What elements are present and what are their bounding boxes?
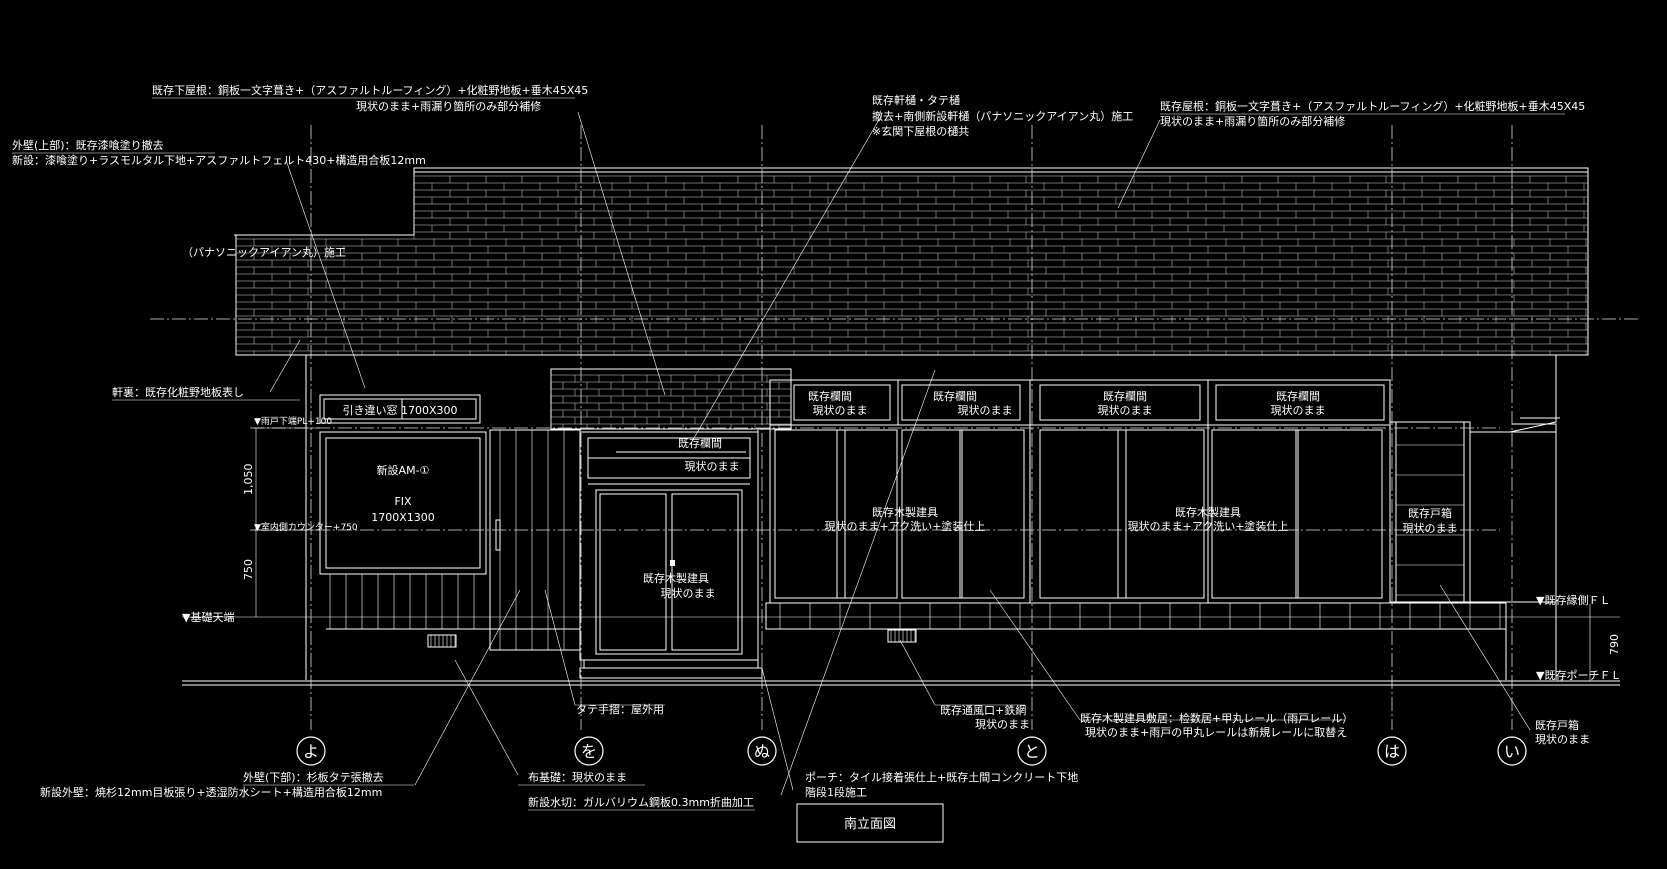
shutter-box-r-note-1: 既存戸箱	[1535, 718, 1579, 732]
sliding-window-label: 引き違い窓 1700X300	[342, 403, 457, 417]
transom-b-label-1: 既存欄間	[933, 389, 977, 403]
grid-label-to: と	[1024, 742, 1040, 761]
grid-marker-i: い	[1497, 736, 1527, 766]
eaves-note-2: 撤去+南側新設軒樋（パナソニックアイアン丸）施工	[872, 109, 1133, 123]
entry-door-label-2: 現状のまま	[661, 586, 716, 600]
transoms: 既存欄間 現状のまま 既存欄間 現状のまま 既存欄間 現状のまま 既存欄間 現状…	[769, 379, 1391, 426]
drawing-title: 南立面図	[796, 803, 944, 843]
dim-790: 790	[1608, 634, 1621, 655]
main-roof-note-1: 既存屋根：銅板一文字葺き+（アスファルトルーフィング）+化粧野地板+垂木45X4…	[1160, 99, 1585, 113]
grid-lines	[150, 125, 1640, 730]
lower-roof-note-2: 現状のまま+雨漏り箇所のみ部分補修	[356, 99, 541, 113]
lower-roof-note-1: 既存下屋根：銅板一文字葺き+（アスファルトルーフィング）+化粧野地板+垂木45X…	[152, 83, 588, 97]
grid-marker-nu: ぬ	[747, 736, 777, 766]
eaves-note-3: ※玄関下屋根の樋共	[872, 124, 969, 138]
ext-wall-lower-note-1: 外壁(下部)：杉板タテ張撤去	[243, 770, 384, 784]
flashing-note: 新設水切：ガルバリウム鋼板0.3mm折曲加工	[528, 795, 754, 809]
fix-window-am1: 新設AM-① FIX 1700X1300	[319, 431, 487, 575]
vent-note-2: 現状のまま	[975, 717, 1030, 731]
entry-door: 既存欄間 現状のまま 既存木製建具 現状のまま	[579, 431, 759, 661]
grid-marker-ha: は	[1377, 736, 1407, 766]
gutter-note: （パナソニックアイアン丸）施工	[182, 246, 346, 259]
grid-label-i: い	[1504, 742, 1520, 761]
shutter-box-label-2: 現状のまま	[1403, 521, 1458, 535]
entry-door-label-1: 既存木製建具	[643, 571, 709, 585]
sill-note-2: 現状のまま+雨戸の甲丸レールは新規レールに取替え	[1085, 725, 1347, 739]
transom-c-label-2: 現状のまま	[1098, 403, 1153, 417]
grid-marker-to: と	[1017, 736, 1047, 766]
dim-1050: 1,050	[242, 464, 255, 496]
sill-note-1: 既存木製建具敷居：检数居+甲丸レール（雨戸レール）	[1080, 711, 1353, 725]
handrail-note: タテ手摺：屋外用	[576, 702, 664, 716]
porch-note-1: ポーチ：タイル接着張仕上+既存土間コンクリート下地	[805, 770, 1078, 784]
porch-fl-level: ▼既存ポーチＦＬ	[1536, 668, 1621, 682]
grid-label-yo: よ	[303, 742, 319, 761]
right-vent	[887, 629, 917, 643]
fabric-foundation-note: 布基礎：現状のまま	[528, 770, 627, 784]
shutter-box-r-note-2: 現状のまま	[1535, 732, 1590, 746]
transom-d-label-2: 現状のまま	[1271, 403, 1326, 417]
dim-750: 750	[242, 559, 255, 580]
drawing-title-text: 南立面図	[844, 816, 896, 832]
transom-a-label-2: 現状のまま	[813, 403, 868, 417]
rain-door-level: ▼雨戸下端PL+100	[254, 415, 332, 427]
grid-axis-markers: よ を ぬ と は い	[296, 736, 1527, 766]
left-vent	[427, 634, 457, 648]
new-am-label: 新設AM-①	[377, 463, 430, 477]
main-roof-note-2: 現状のまま+雨漏り箇所のみ部分補修	[1160, 114, 1345, 128]
ext-wall-lower-note-2: 新設外壁：焼杉12mm目板張り+透湿防水シート+構造用合板12mm	[40, 785, 382, 799]
grid-marker-yo: よ	[296, 736, 326, 766]
transom-b-label-2: 現状のまま	[958, 403, 1013, 417]
grid-label-ha: は	[1384, 742, 1400, 761]
wood-fitting-left-label-1: 既存木製建具	[872, 505, 938, 519]
ext-wall-upper-note-1: 外壁(上部)：既存漆喰塗り撤去	[12, 138, 164, 152]
indoor-sill-level: ▼室内側カウンター+750	[254, 521, 358, 533]
annotations: 既存下屋根：銅板一文字葺き+（アスファルトルーフィング）+化粧野地板+垂木45X…	[12, 83, 1621, 811]
wood-fitting-right-label-2: 現状のまま+アク洗い+塗装仕上	[1128, 519, 1289, 533]
shutter-box: 既存戸箱 現状のまま	[1389, 421, 1471, 603]
entry-roof	[550, 368, 792, 430]
grid-marker-wo: を	[574, 736, 604, 766]
porch-note-2: 階段1段施工	[805, 785, 867, 799]
transom-d-label-1: 既存欄間	[1276, 389, 1320, 403]
wood-fittings: 既存木製建具 現状のまま+アク洗い+塗装仕上 既存木製建具 現状のまま+アク洗い…	[769, 424, 1391, 604]
engawa-fl-level: ▼既存縁側ＦＬ	[1536, 593, 1610, 607]
shutter-box-label-1: 既存戸箱	[1408, 506, 1452, 520]
main-roof	[234, 167, 1589, 356]
foundation-top-level: ▼基礎天端	[182, 611, 234, 624]
wood-fitting-left-label-2: 現状のまま+アク洗い+塗装仕上	[825, 519, 986, 533]
entry-transom-label-2: 現状のまま	[685, 459, 740, 473]
ext-wall-upper-note-2: 新設：漆喰塗り+ラスモルタル下地+アスファルトフェルト430+構造用合板12mm	[12, 153, 426, 167]
grid-label-wo: を	[581, 742, 597, 761]
leader-lines	[269, 111, 1531, 796]
transom-a-label-1: 既存欄間	[808, 389, 852, 403]
soffit-note: 軒裏：既存化粧野地板表し	[112, 385, 244, 399]
vent-note-1: 既存通風口+鉄網	[940, 703, 1026, 717]
grid-label-nu: ぬ	[754, 742, 770, 761]
transom-c-label-1: 既存欄間	[1103, 389, 1147, 403]
entry-transom-label-1: 既存欄間	[678, 436, 722, 450]
wood-fitting-right-label-1: 既存木製建具	[1175, 505, 1241, 519]
fix-size-label: 1700X1300	[371, 511, 435, 524]
sliding-window: 引き違い窓 1700X300	[319, 394, 481, 424]
eaves-note-1: 既存軒樋・タテ樋	[872, 93, 960, 107]
fix-label: FIX	[394, 495, 412, 508]
